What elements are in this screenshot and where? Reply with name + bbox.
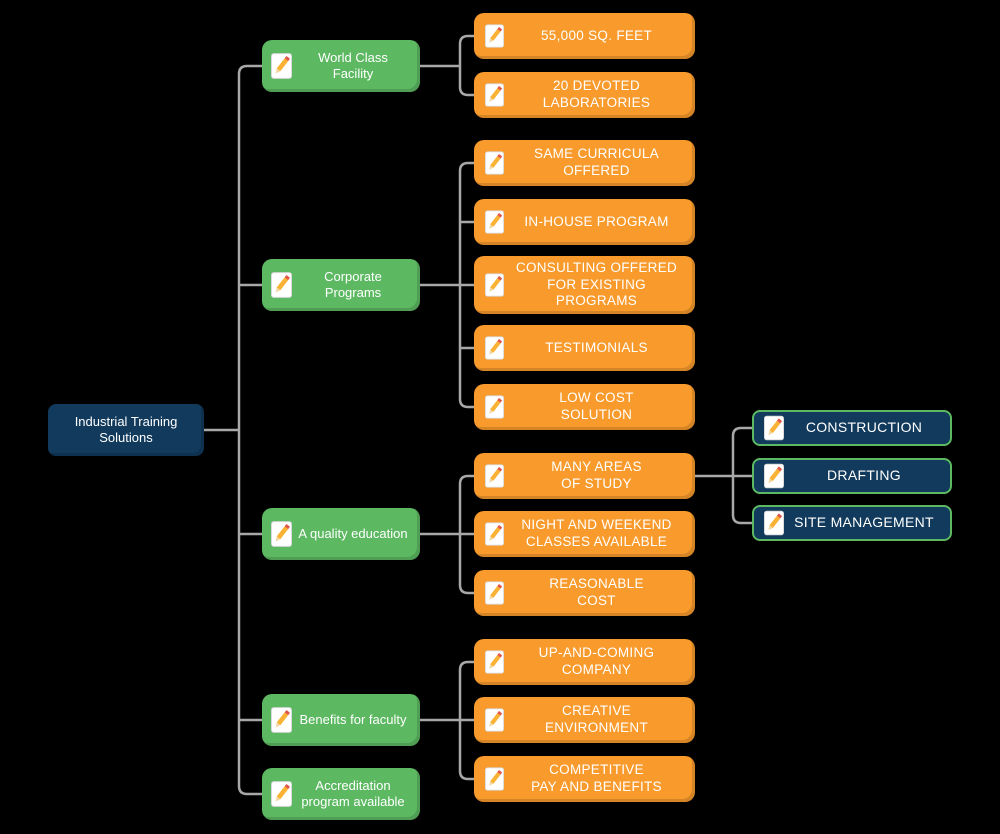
leaf-site-management[interactable]: SITE MANAGEMENT	[752, 505, 952, 541]
memo-pencil-icon	[271, 707, 292, 733]
subtopic-55000-sq-feet[interactable]: 55,000 SQ. FEET	[474, 13, 695, 59]
connector-bf-trunk	[458, 660, 474, 781]
subtopic-label: CREATIVE ENVIRONMENT	[544, 703, 649, 735]
branch-a-quality-education[interactable]: A quality education	[262, 508, 420, 560]
leaf-label: CONSTRUCTION	[805, 419, 923, 436]
subtopic-night-and-weekend-classes[interactable]: NIGHT AND WEEKEND CLASSES AVAILABLE	[474, 511, 695, 557]
memo-pencil-icon	[271, 53, 292, 79]
memo-pencil-icon	[485, 708, 504, 732]
subtopic-label: NIGHT AND WEEKEND CLASSES AVAILABLE	[521, 517, 672, 549]
subtopic-label: MANY AREAS OF STUDY	[551, 459, 642, 491]
subtopic-label: IN-HOUSE PROGRAM	[524, 213, 669, 229]
subtopic-competitive-pay-and-benefits[interactable]: COMPETITIVE PAY AND BENEFITS	[474, 756, 695, 802]
subtopic-creative-environment[interactable]: CREATIVE ENVIRONMENT	[474, 697, 695, 743]
root-topic-industrial-training-solutions[interactable]: Industrial Training Solutions	[48, 404, 204, 456]
connector-cp-trunk	[458, 161, 474, 409]
subtopic-20-devoted-laboratories[interactable]: 20 DEVOTED LABORATORIES	[474, 72, 695, 118]
root-topic-label: Industrial Training Solutions	[74, 413, 178, 445]
memo-pencil-icon	[485, 83, 504, 107]
connector-main-trunk	[237, 64, 262, 796]
subtopic-label: CONSULTING OFFERED FOR EXISTING PROGRAMS	[515, 259, 678, 309]
memo-pencil-icon	[271, 781, 292, 807]
subtopic-label: SAME CURRICULA OFFERED	[534, 146, 659, 178]
memo-pencil-icon	[485, 24, 504, 48]
subtopic-up-and-coming-company[interactable]: UP-AND-COMING COMPANY	[474, 639, 695, 685]
memo-pencil-icon	[485, 464, 504, 488]
subtopic-low-cost-solution[interactable]: LOW COST SOLUTION	[474, 384, 695, 430]
memo-pencil-icon	[764, 464, 784, 489]
branch-accreditation-program-available[interactable]: Accreditation program available	[262, 768, 420, 820]
branch-label: Accreditation program available	[301, 777, 405, 809]
memo-pencil-icon	[485, 522, 504, 546]
subtopic-label: UP-AND-COMING COMPANY	[538, 645, 655, 677]
subtopic-label: LOW COST SOLUTION	[559, 390, 634, 422]
leaf-label: SITE MANAGEMENT	[794, 514, 934, 531]
memo-pencil-icon	[485, 151, 504, 175]
leaf-construction[interactable]: CONSTRUCTION	[752, 410, 952, 446]
subtopic-in-house-program[interactable]: IN-HOUSE PROGRAM	[474, 199, 695, 245]
memo-pencil-icon	[271, 272, 292, 298]
branch-label: A quality education	[298, 525, 408, 541]
memo-pencil-icon	[485, 767, 504, 791]
memo-pencil-icon	[485, 581, 504, 605]
connector-mas-trunk	[731, 426, 752, 525]
memo-pencil-icon	[485, 395, 504, 419]
branch-world-class-facility[interactable]: World Class Facility	[262, 40, 420, 92]
leaf-drafting[interactable]: DRAFTING	[752, 458, 952, 494]
subtopic-same-curricula-offered[interactable]: SAME CURRICULA OFFERED	[474, 140, 695, 186]
memo-pencil-icon	[485, 336, 504, 360]
memo-pencil-icon	[764, 416, 784, 441]
memo-pencil-icon	[271, 521, 292, 547]
memo-pencil-icon	[764, 511, 784, 536]
subtopic-consulting-offered[interactable]: CONSULTING OFFERED FOR EXISTING PROGRAMS	[474, 256, 695, 314]
subtopic-label: 20 DEVOTED LABORATORIES	[542, 78, 651, 110]
subtopic-label: 55,000 SQ. FEET	[540, 27, 653, 43]
branch-label: Benefits for faculty	[299, 711, 407, 727]
connector-qe-trunk	[458, 474, 474, 595]
memo-pencil-icon	[485, 650, 504, 674]
leaf-label: DRAFTING	[827, 467, 901, 484]
memo-pencil-icon	[485, 210, 504, 234]
connector-wcf-trunk	[458, 34, 474, 97]
memo-pencil-icon	[485, 273, 504, 297]
subtopic-reasonable-cost[interactable]: REASONABLE COST	[474, 570, 695, 616]
subtopic-label: REASONABLE COST	[549, 576, 644, 608]
branch-corporate-programs[interactable]: Corporate Programs	[262, 259, 420, 311]
subtopic-many-areas-of-study[interactable]: MANY AREAS OF STUDY	[474, 453, 695, 499]
subtopic-label: COMPETITIVE PAY AND BENEFITS	[531, 762, 662, 794]
branch-label: World Class Facility	[318, 49, 388, 81]
branch-benefits-for-faculty[interactable]: Benefits for faculty	[262, 694, 420, 746]
subtopic-label: TESTIMONIALS	[545, 339, 648, 355]
branch-label: Corporate Programs	[324, 268, 382, 300]
subtopic-testimonials[interactable]: TESTIMONIALS	[474, 325, 695, 371]
